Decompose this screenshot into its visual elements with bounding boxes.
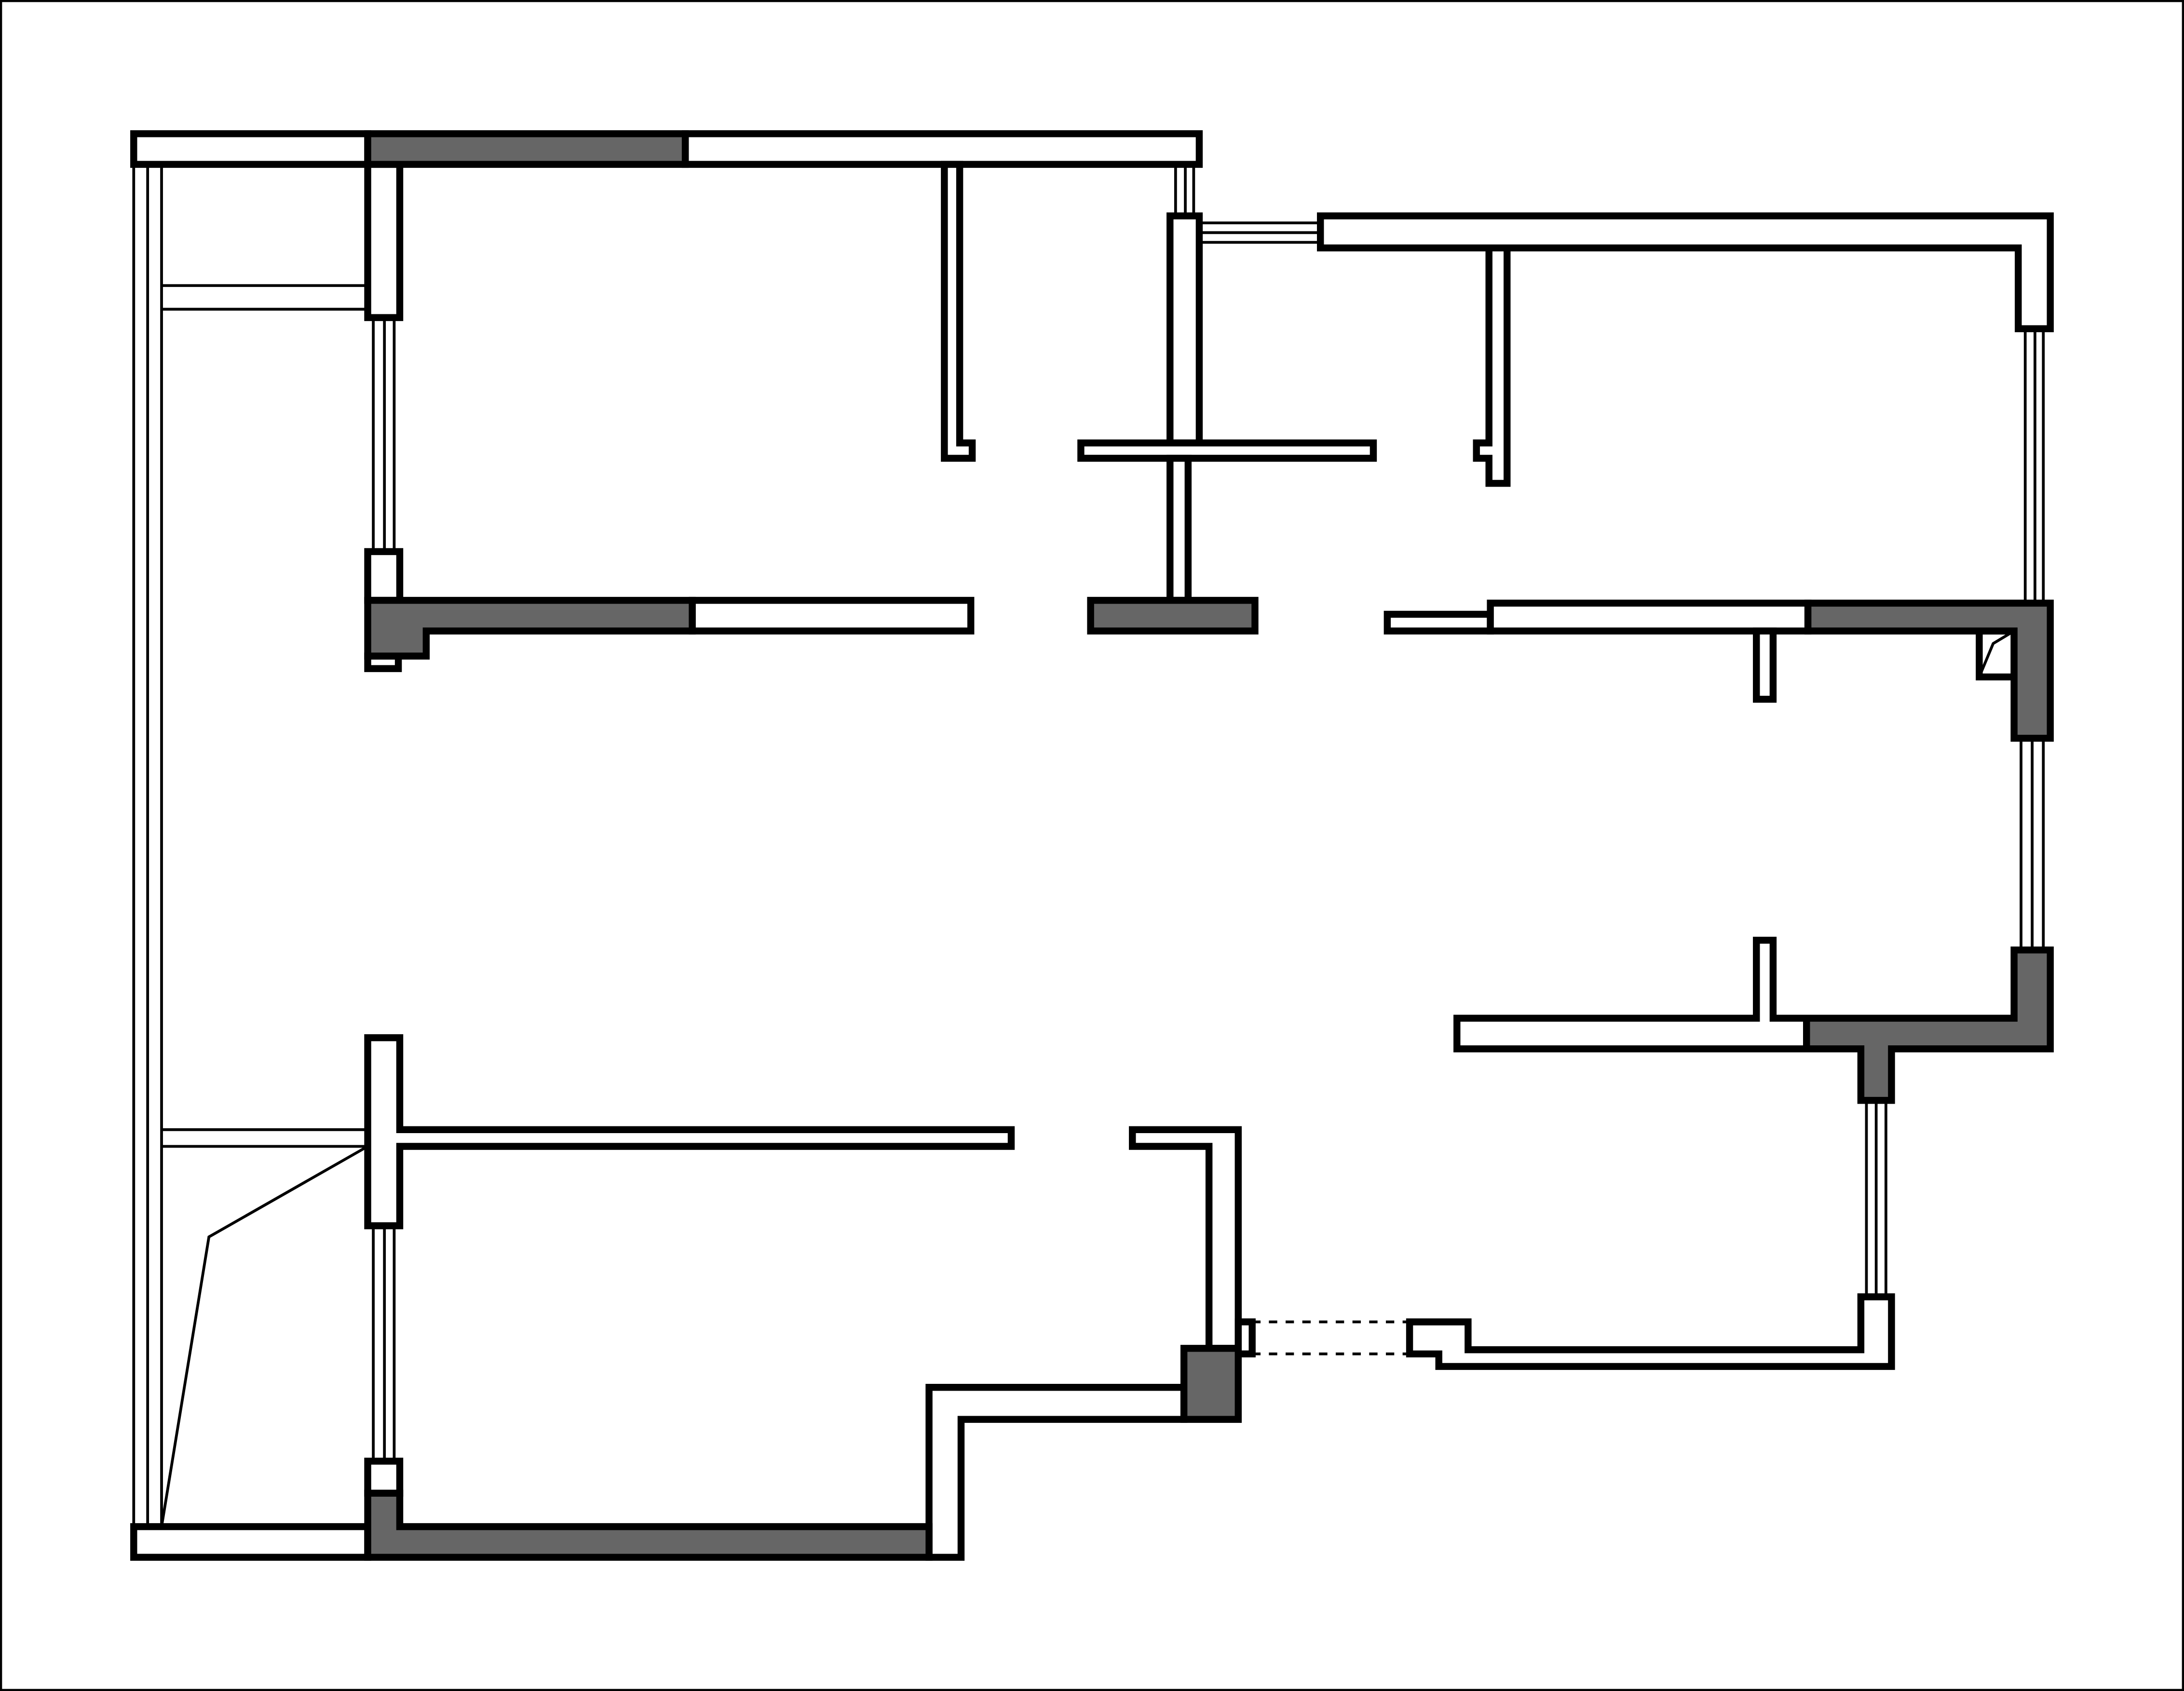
window-top-right-link	[1199, 221, 1321, 244]
window-top-middle	[1174, 164, 1195, 216]
walls	[130, 130, 2054, 1561]
window-right-upper	[2023, 328, 2045, 603]
window-bottom-left-room	[372, 1226, 396, 1461]
window-top-left-room	[372, 317, 396, 552]
windows	[372, 164, 2045, 1461]
structural-walls	[364, 130, 2054, 1561]
window-right-lower	[1865, 1100, 1887, 1297]
window-right-middle	[2020, 738, 2045, 950]
balcony-guide-line	[160, 1145, 368, 1527]
balcony	[132, 164, 368, 1527]
entrance-opening	[1252, 1320, 1410, 1355]
